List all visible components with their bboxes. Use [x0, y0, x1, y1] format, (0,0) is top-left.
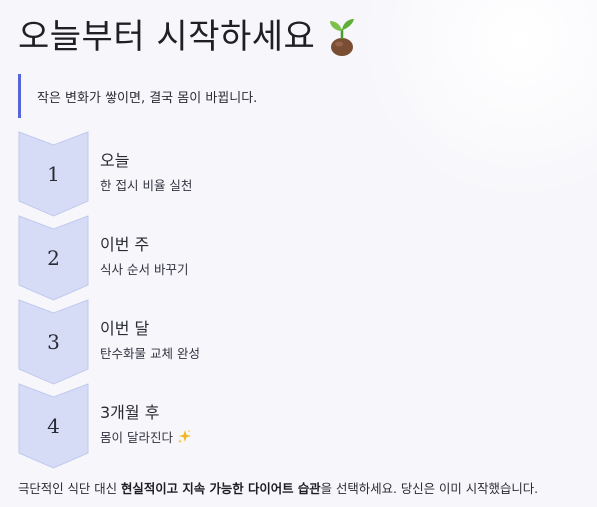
- step-item: 4 3개월 후 몸이 달라진다: [18, 383, 578, 469]
- step-description-text: 몸이 달라진다: [100, 430, 173, 445]
- chevron-shape: [18, 299, 89, 385]
- step-description: 한 접시 비율 실천: [100, 178, 193, 193]
- steps-list: 1 오늘 한 접시 비율 실천 2 이번 주 식사 순서 바꾸기 3 이번 달 …: [18, 131, 578, 469]
- footer-text-bold: 현실적이고 지속 가능한 다이어트 습관: [121, 481, 321, 496]
- step-title: 이번 달: [100, 319, 150, 338]
- step-item: 2 이번 주 식사 순서 바꾸기: [18, 215, 578, 301]
- page-title: 오늘부터 시작하세요: [18, 14, 359, 60]
- step-number: 3: [47, 330, 60, 354]
- step-item: 1 오늘 한 접시 비율 실천: [18, 131, 578, 217]
- page-title-text: 오늘부터 시작하세요: [18, 17, 316, 57]
- step-number: 1: [47, 162, 60, 186]
- chevron-shape: [18, 215, 89, 301]
- step-description: 식사 순서 바꾸기: [100, 262, 189, 277]
- sprout-icon: [325, 17, 359, 57]
- quote-block: 작은 변화가 쌓이면, 결국 몸이 바뀝니다.: [18, 74, 418, 118]
- chevron-shape: [18, 131, 89, 217]
- step-number: 4: [47, 414, 60, 438]
- footer-text-after: 을 선택하세요. 당신은 이미 시작했습니다.: [320, 481, 539, 496]
- step-number: 2: [47, 246, 60, 270]
- quote-text: 작은 변화가 쌓이면, 결국 몸이 바뀝니다.: [37, 90, 258, 106]
- sparkles-icon: [177, 429, 192, 447]
- step-description: 탄수화물 교체 완성: [100, 346, 200, 361]
- step-description: 몸이 달라진다: [100, 427, 192, 447]
- step-title: 이번 주: [100, 235, 150, 254]
- chevron-shape: [18, 383, 89, 469]
- footer-text: 극단적인 식단 대신 현실적이고 지속 가능한 다이어트 습관을 선택하세요. …: [18, 479, 593, 497]
- footer-text-before: 극단적인 식단 대신: [18, 481, 122, 496]
- step-title: 오늘: [100, 151, 130, 170]
- step-item: 3 이번 달 탄수화물 교체 완성: [18, 299, 578, 385]
- step-title: 3개월 후: [100, 403, 160, 422]
